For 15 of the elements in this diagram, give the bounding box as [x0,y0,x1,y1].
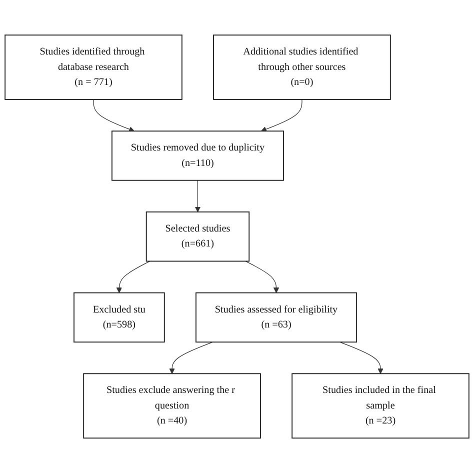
arrow [245,261,280,294]
node-box: Studies assessed for eligibility (n =63) [196,292,358,343]
arrow [261,100,302,132]
node-box: Studies removed due to duplicity (n=110) [112,131,284,182]
arrow [93,100,134,132]
node-box: Excluded stu (n=598) [74,292,165,343]
node-box: Studies exclude answering the r question (n =40) [83,374,261,439]
arrow [169,342,214,374]
node-box: Selected studies (n=661) [146,212,250,262]
node-box: Additional studies identified through other sources (n=0) [213,35,391,100]
arrow [339,342,384,374]
arrow [116,261,150,294]
node-box: Studies identified through database research (n = 771) [4,35,182,100]
node-box: Studies included in the final sample (n =23) [292,374,470,439]
arrow [194,180,200,213]
